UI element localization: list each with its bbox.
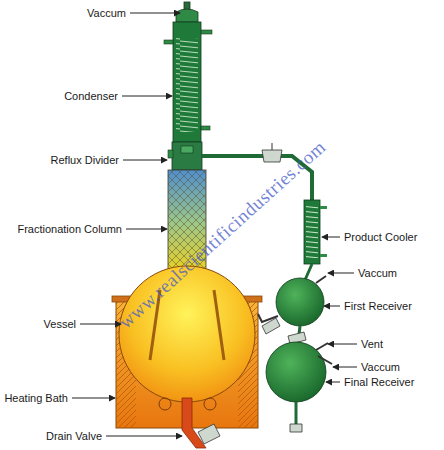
part-label: Vent	[361, 338, 383, 351]
part-label: Heating Bath	[4, 392, 68, 405]
part-label: Product Cooler	[344, 231, 417, 244]
part-label: Fractionation Column	[17, 223, 122, 236]
part-label: Vaccum	[361, 361, 400, 374]
part-label: Vaccum	[87, 7, 126, 20]
part-label: First Receiver	[344, 300, 412, 313]
part-label: Vessel	[44, 318, 76, 331]
part-label: Vaccum	[358, 267, 397, 280]
part-label: Reflux Divider	[51, 154, 119, 167]
part-label: Condenser	[64, 90, 118, 103]
part-label: Final Receiver	[344, 376, 414, 389]
part-label: Drain Valve	[46, 430, 102, 443]
